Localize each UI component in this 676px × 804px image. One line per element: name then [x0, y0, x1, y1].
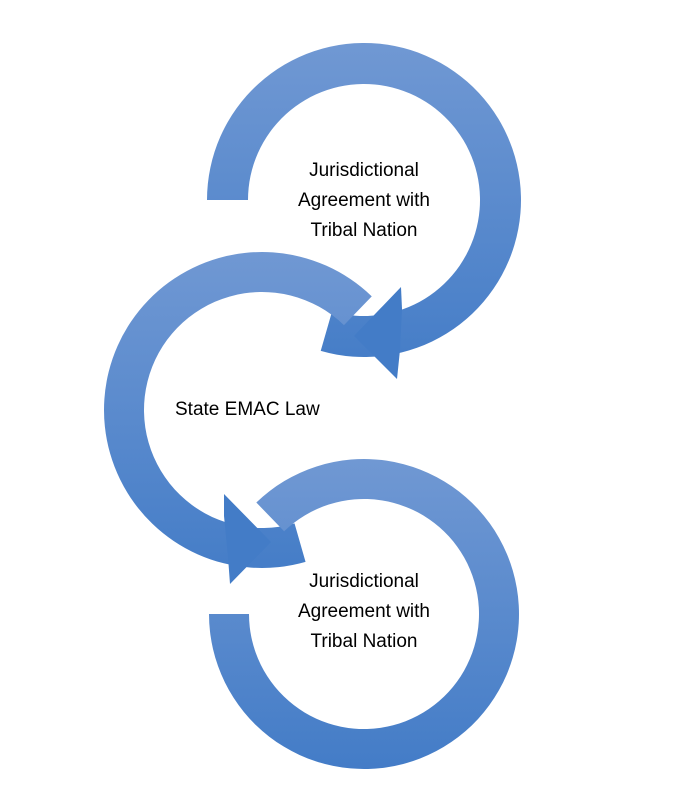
node-label-line: Jurisdictional — [309, 571, 419, 592]
node-label-line: Tribal Nation — [310, 631, 418, 652]
arrowhead-top-to-middle-icon — [354, 287, 402, 379]
node-label-bottom: Jurisdictional Agreement with Tribal Nat… — [284, 567, 444, 657]
node-label-top: Jurisdictional Agreement with Tribal Nat… — [284, 156, 444, 246]
node-label-line: Tribal Nation — [310, 220, 418, 241]
node-label-line: Jurisdictional — [309, 160, 419, 181]
circular-arrow-middle — [103, 251, 372, 568]
node-label-line: Agreement with — [297, 190, 430, 211]
arrowhead-middle-to-bottom-icon — [224, 494, 271, 584]
node-label-line: State EMAC Law — [175, 399, 320, 420]
node-label-line: Agreement with — [297, 601, 430, 622]
node-label-middle: State EMAC Law — [175, 395, 320, 425]
